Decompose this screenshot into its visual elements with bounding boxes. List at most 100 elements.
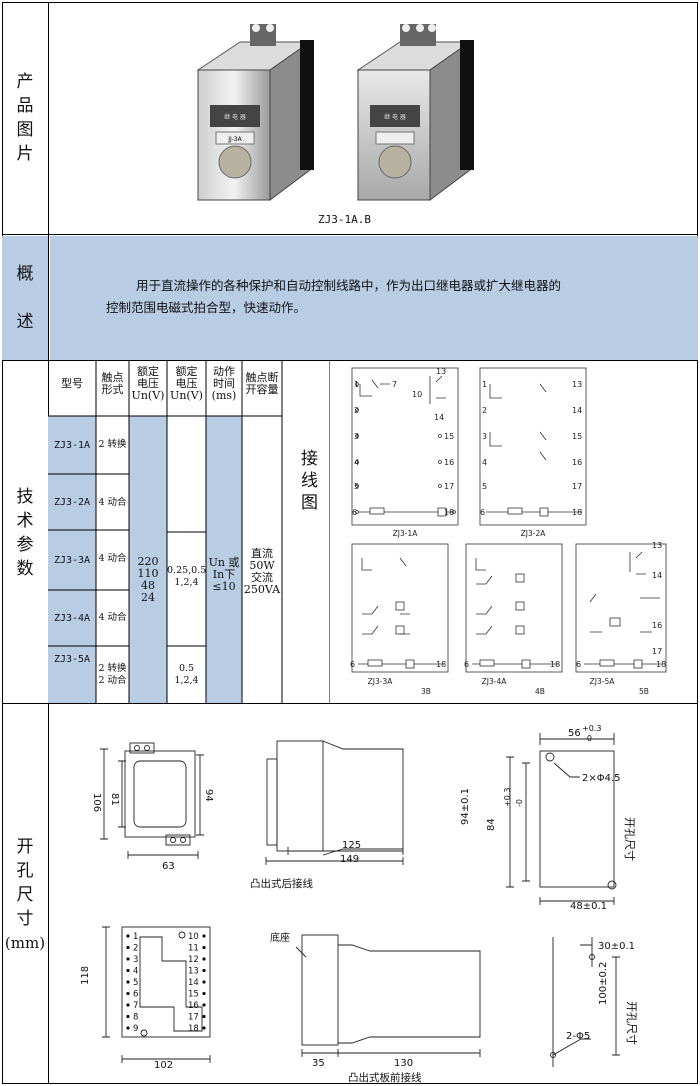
dim-mount-d2: 130 [394,1058,413,1069]
svg-text:4: 4 [482,458,487,467]
dim-cutout2-holes: 2-Φ5 [566,1031,590,1042]
svg-text:5: 5 [354,482,359,491]
pin-label: 9 [133,1024,138,1034]
current-value-b: 0.5 1,2,4 [174,663,199,686]
row-contact: 2 转换 2 动合 [98,663,127,686]
current-value-a: 0.25,0.5 1,2,4 [167,565,207,588]
svg-text:14: 14 [652,571,662,580]
row-model: ZJ3-4A [53,613,91,624]
pin-label: 2 [133,944,138,954]
svg-text:3: 3 [354,432,359,441]
spec-section-label: 技术参数 [16,486,34,579]
wiring-caption: ZJ3-1A [393,529,419,538]
svg-text:6: 6 [464,660,469,669]
pin-label: 17 [188,1013,199,1023]
dim-cutout1-holes: 2×Φ4.5 [582,773,621,784]
pin-label: 16 [188,1001,199,1011]
cutout-2 [550,937,620,1067]
back-view [102,926,211,1063]
th-contact: 触点形式 [101,371,124,396]
svg-text:14: 14 [434,413,444,422]
dim-front-h1: 106 [91,793,102,812]
svg-text:16: 16 [444,458,454,467]
dim-cutout1-h2tol: -0 [515,799,524,807]
pin-label: 14 [188,978,199,988]
row-contact: 4 动合 [98,497,127,508]
th-model: 型号 [61,377,83,390]
dim-cutout1-w2: 48±0.1 [570,901,607,912]
svg-text:14: 14 [572,406,582,415]
pin-hole [126,945,130,950]
svg-text:6: 6 [480,508,485,517]
front-view [100,742,204,859]
pin-hole [202,1026,206,1030]
divider [2,703,698,704]
pin-label: 1 [133,932,138,942]
front-mount-view [295,934,481,1057]
row-model: ZJ3-3A [53,555,91,566]
svg-text:17: 17 [652,647,662,656]
dim-cutout1-h2tol: +0.3 [503,788,512,807]
row-model: ZJ3-1A [53,440,91,451]
svg-text:3: 3 [482,432,487,441]
svg-text:6: 6 [350,660,355,669]
dim-cutout2-h: 100±0.2 [598,962,609,1005]
dim-side-d1: 125 [342,840,361,851]
svg-text:继 电 器: 继 电 器 [224,113,246,121]
pin-label: 4 [133,967,138,977]
dim-front-width: 63 [162,861,175,872]
cutout-1 [506,733,617,905]
cutout-section-label: 开孔尺寸(mm) [4,836,46,952]
svg-text:16: 16 [652,621,662,630]
dim-side-d2: 149 [340,854,359,865]
relay-unit-right: 继 电 器 [356,24,474,201]
pin-hole [202,945,206,950]
svg-text:2: 2 [354,406,359,415]
pin-hole [126,1014,130,1019]
dim-cutout2-w: 30±0.1 [598,941,635,952]
svg-text:18: 18 [550,660,560,669]
wiring-caption: 5B [639,687,649,696]
pin-label: 11 [188,944,199,954]
pin-hole [126,980,130,984]
pin-label: 8 [133,1013,138,1023]
relay-photo: 继 电 器 JJ-3A 继 电 器 [196,24,474,201]
pin-hole [202,980,206,984]
dim-back-h: 118 [80,966,91,985]
side-caption: 凸出式后接线 [250,877,313,890]
mount-caption: 凸出式板前接线 [348,1071,422,1084]
wiring-caption: ZJ3-4A [482,677,508,686]
dim-cutout1-h2: 84 [486,818,497,831]
row-model: ZJ3-5A [53,653,91,665]
svg-text:6: 6 [576,660,581,669]
pin-label: 3 [133,955,138,965]
svg-text:6: 6 [352,508,357,517]
overview-line-2: 控制范围电磁式拍合型，快速动作。 [106,300,307,315]
svg-text:17: 17 [444,482,454,491]
dim-cutout1-h1: 94±0.1 [460,788,471,825]
pin-label: 18 [188,1024,199,1034]
pin-label: 10 [188,932,199,942]
base-label: 底座 [270,931,290,944]
divider [2,234,698,235]
wiring-caption: ZJ3-5A [590,677,616,686]
wiring-zj3-1a [351,367,459,526]
pin-hole [202,991,206,996]
photo-section-label: 产品图片 [16,72,34,164]
wiring-title: 接线图 [301,449,318,513]
dim-cutout1-tol: -0 [584,734,592,743]
pin-hole [202,957,206,961]
dim-front-h3: 94 [203,789,214,802]
dim-front-h2: 81 [109,793,120,806]
pin-label: 7 [133,1001,138,1011]
svg-text:2: 2 [482,406,487,415]
pin-label: 15 [188,990,199,1000]
pin-hole [126,968,130,973]
pin-hole [202,1014,206,1019]
